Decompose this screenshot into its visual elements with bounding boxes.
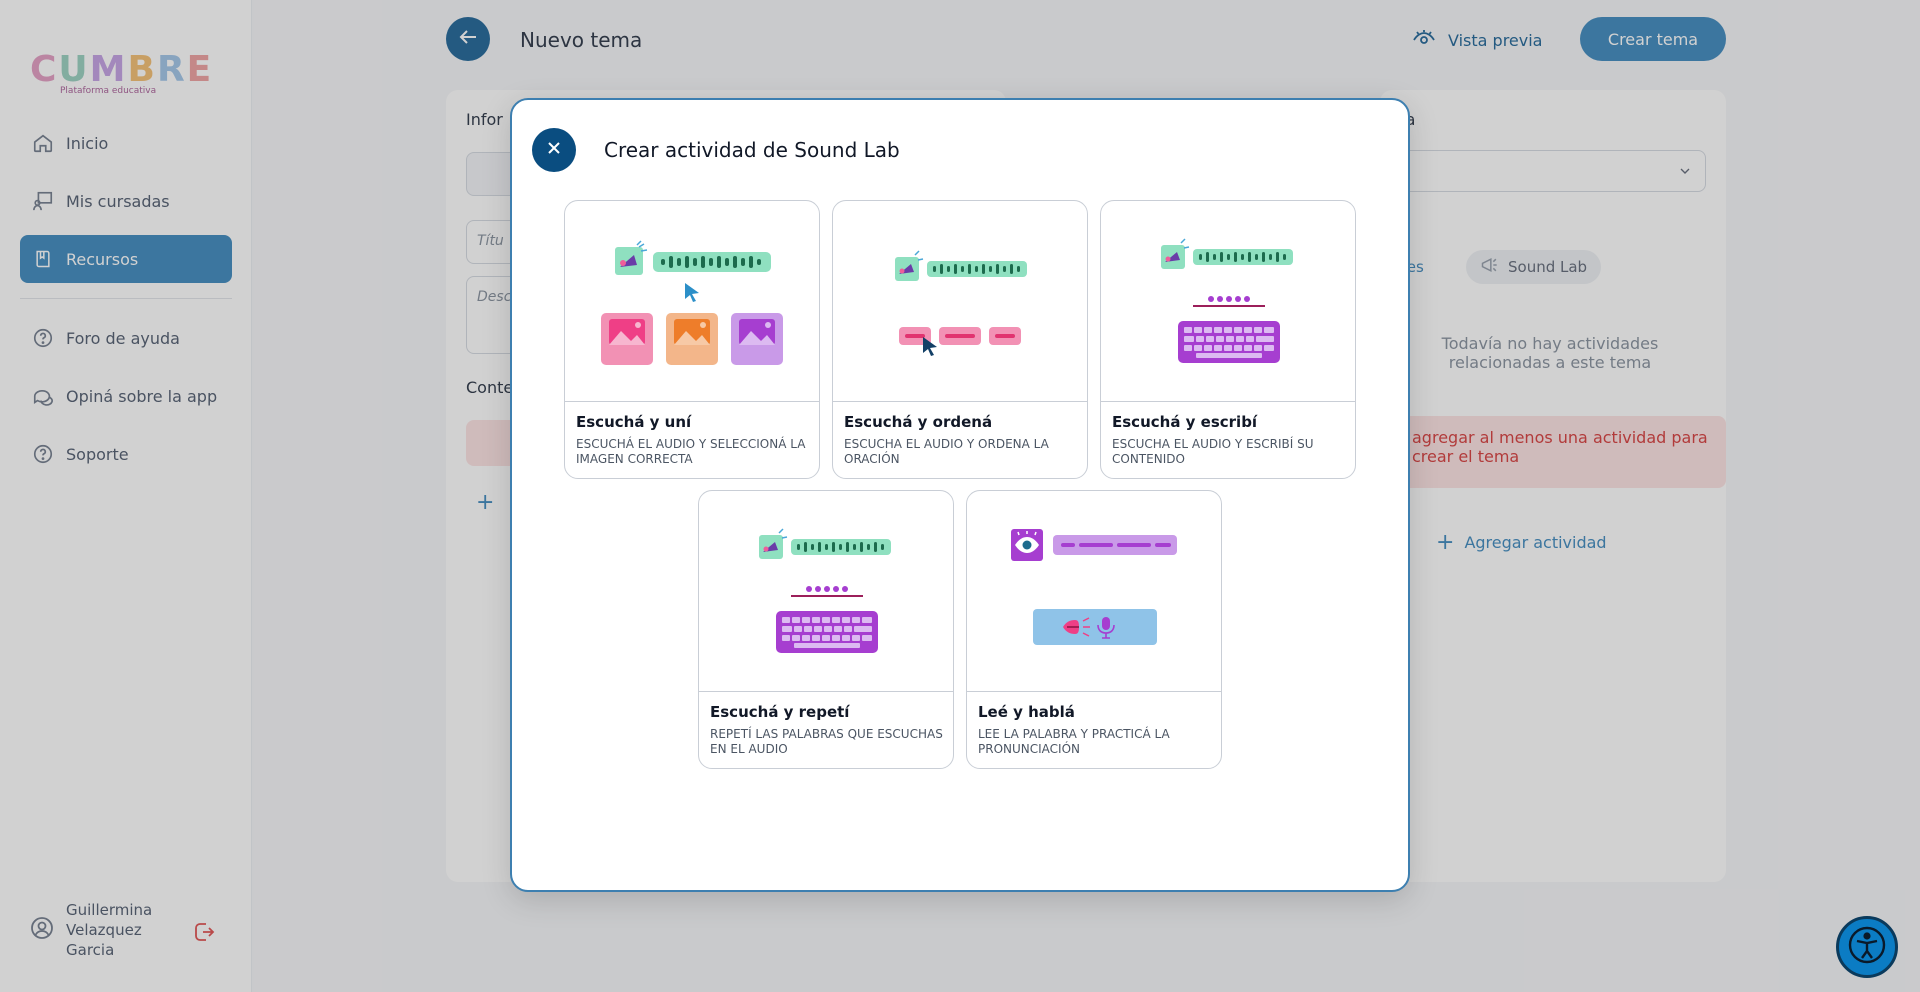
book-icon (32, 248, 54, 270)
activity-error-banner: agregar al menos una actividad para crea… (1380, 416, 1726, 488)
card-description: LEE LA PALABRA Y PRACTICÁ LA PRONUNCIACI… (978, 727, 1170, 756)
sidebar-item-opina[interactable]: Opiná sobre la app (20, 372, 232, 420)
sidebar-item-label: Soporte (66, 444, 129, 464)
accessibility-icon (1847, 925, 1887, 969)
speak-microphone-icon (1033, 609, 1157, 645)
speaker-icon (1161, 238, 1190, 269)
speaker-icon (895, 250, 924, 281)
info-section-label: Infor (466, 110, 503, 129)
chip-sound-lab[interactable]: Sound Lab (1466, 250, 1602, 284)
image-option-icons (601, 313, 783, 365)
keyboard-icon (1178, 321, 1280, 363)
activities-panel: ma ades Sound Lab Todavía no hay activid… (1380, 90, 1726, 882)
add-activity-button[interactable]: + Agregar actividad (1436, 530, 1607, 555)
empty-activities-text: Todavía no hay actividades relacionadas … (1441, 334, 1659, 372)
audio-waveform-icon (791, 539, 891, 555)
sidebar-item-label: Mis cursadas (66, 191, 170, 211)
sidebar-divider (20, 298, 232, 299)
activity-type-select[interactable] (1390, 150, 1706, 192)
modal-title: Crear actividad de Sound Lab (604, 138, 900, 162)
activity-card-listen-write[interactable]: Escuchá y escribí ESCUCHA EL AUDIO Y ESC… (1100, 200, 1356, 479)
megaphone-icon (1480, 256, 1500, 278)
sidebar-item-label: Foro de ayuda (66, 328, 180, 348)
sidebar-item-label: Inicio (66, 133, 109, 153)
typing-dots-icon (806, 586, 848, 592)
sidebar-item-inicio[interactable]: Inicio (20, 119, 232, 167)
keyboard-icon (776, 611, 878, 653)
sound-lab-modal: Crear actividad de Sound Lab (510, 98, 1410, 892)
sidebar: CUMBRE Plataforma educativa Inicio Mis c… (0, 0, 252, 992)
activity-card-listen-order[interactable]: Escuchá y ordená ESCUCHA EL AUDIO Y ORDE… (832, 200, 1088, 479)
card-description: ESCUCHA EL AUDIO Y ORDENA LA ORACIÓN (844, 437, 1049, 466)
user-icon (30, 916, 54, 944)
user-name: Guillermina Velazquez Garcia (66, 901, 153, 959)
card-description: ESCUCHÁ EL AUDIO Y SELECCIONÁ LA IMAGEN … (576, 437, 806, 466)
card-title: Escuchá y ordená (844, 413, 993, 431)
logout-icon[interactable] (192, 920, 216, 948)
card-title: Leé y hablá (978, 703, 1075, 721)
logo[interactable]: CUMBRE Plataforma educativa (30, 49, 214, 97)
logo-subtitle: Plataforma educativa (60, 86, 157, 96)
sidebar-item-label: Opiná sobre la app (66, 386, 218, 406)
illustration-listen-repeat (699, 491, 953, 692)
activity-card-read-speak[interactable]: Leé y hablá LEE LA PALABRA Y PRACTICÁ LA… (966, 490, 1222, 769)
word-chips-icon (899, 327, 1021, 345)
close-icon (545, 139, 563, 161)
cursor-icon (685, 283, 699, 302)
question-icon (32, 443, 54, 465)
audio-waveform-icon (1193, 249, 1293, 265)
plus-icon: + (1436, 530, 1455, 555)
card-description: ESCUCHA EL AUDIO Y ESCRIBÍ SU CONTENIDO (1112, 437, 1314, 466)
close-button[interactable] (532, 128, 576, 172)
audio-waveform-icon (927, 261, 1027, 277)
eye-icon (1412, 28, 1436, 52)
illustration-listen-write (1101, 201, 1355, 402)
card-title: Escuchá y escribí (1112, 413, 1258, 431)
activity-card-listen-match[interactable]: Escuchá y uní ESCUCHÁ EL AUDIO Y SELECCI… (564, 200, 820, 479)
activity-card-listen-repeat[interactable]: Escuchá y repetí REPETÍ LAS PALABRAS QUE… (698, 490, 954, 769)
speaker-icon (615, 240, 648, 275)
cursor-icon (923, 337, 937, 356)
sidebar-item-soporte[interactable]: Soporte (20, 430, 232, 478)
sidebar-item-recursos[interactable]: Recursos (20, 235, 232, 283)
text-line-icon (1053, 535, 1177, 555)
content-section-label: Conte (466, 378, 514, 397)
sidebar-item-label: Recursos (66, 249, 139, 269)
card-title: Escuchá y uní (576, 413, 692, 431)
accessibility-button[interactable] (1836, 916, 1898, 978)
sidebar-item-mis-cursadas[interactable]: Mis cursadas (20, 177, 232, 225)
plus-icon[interactable]: + (476, 490, 495, 515)
help-circle-icon (32, 327, 54, 349)
back-button[interactable] (446, 17, 490, 61)
arrow-left-icon (456, 25, 480, 53)
audio-waveform-icon (653, 252, 771, 272)
chevron-down-icon (1677, 163, 1693, 183)
typing-dots-icon (1208, 296, 1250, 302)
eye-icon (1011, 529, 1043, 561)
speaker-icon (759, 528, 788, 559)
teacher-board-icon (32, 190, 54, 212)
create-topic-button[interactable]: Crear tema (1580, 17, 1726, 61)
page-title: Nuevo tema (520, 28, 643, 52)
user-profile[interactable]: Guillermina Velazquez Garcia (30, 900, 176, 960)
card-title: Escuchá y repetí (710, 703, 850, 721)
home-icon (32, 132, 54, 154)
illustration-listen-order (833, 201, 1087, 402)
illustration-read-speak (967, 491, 1221, 692)
preview-button[interactable]: Vista previa (1412, 28, 1542, 52)
chat-bubbles-icon (32, 385, 54, 407)
card-description: REPETÍ LAS PALABRAS QUE ESCUCHAS EN EL A… (710, 727, 943, 756)
sidebar-item-foro[interactable]: Foro de ayuda (20, 314, 232, 362)
illustration-listen-match (565, 201, 819, 402)
